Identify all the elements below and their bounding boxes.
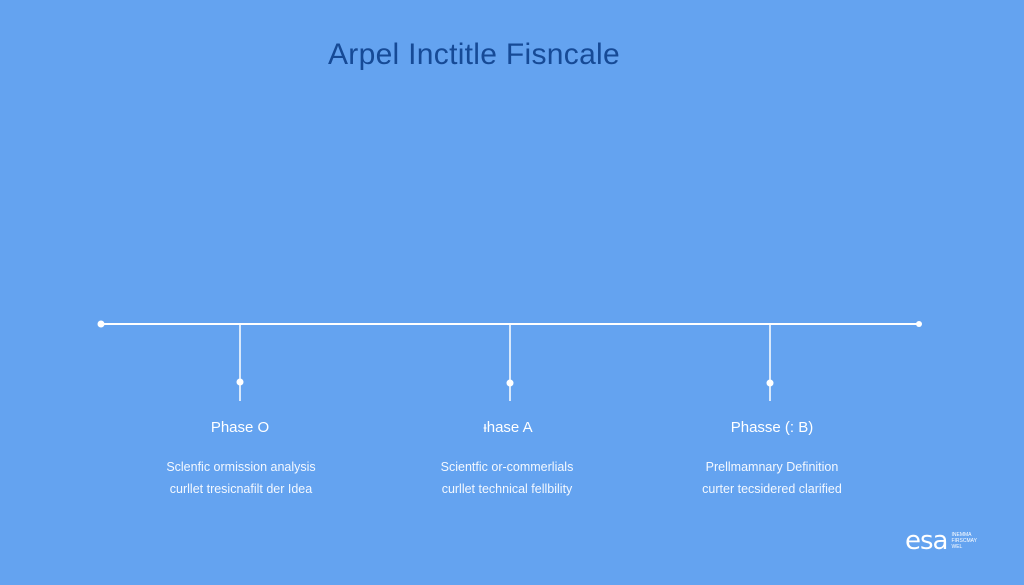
logo-subtext-line-2: FIRSCMAY bbox=[951, 538, 977, 544]
phase-b-description-line-2: curter tecsidered clarified bbox=[702, 482, 842, 496]
phase-0-description-line-2: curllet tresicnafilt der Idea bbox=[169, 482, 313, 496]
logo-subtext-line-1: INEMMA bbox=[951, 532, 972, 538]
logo-subtext: INEMMA FIRSCMAY WEL bbox=[951, 532, 976, 550]
phase-b-label: Phasse (: B) bbox=[730, 419, 814, 436]
logo-subtext-line-3: WEL bbox=[951, 544, 963, 550]
phase-a-marker bbox=[506, 379, 514, 387]
phase-a-description-line-2: curllet technical fellbility bbox=[441, 482, 573, 496]
timeline-end-dot bbox=[916, 321, 922, 327]
phase-0-description: Sclenfic ormission analysis curllet tres… bbox=[121, 456, 361, 500]
timeline-start-dot bbox=[97, 320, 105, 328]
diagram-title: Arpel Inctitle Fisncale bbox=[327, 38, 621, 71]
phase-0-description-line-1: Sclenfic ormission analysis bbox=[166, 460, 316, 474]
phase-b-description: Prellmamnary Definition curter tecsidere… bbox=[652, 456, 892, 500]
logo-mark: esa bbox=[905, 526, 948, 556]
phase-a-description-line-1: Scientfic or-commerlials bbox=[440, 460, 574, 474]
phase-b-description-line-1: Prellmamnary Definition bbox=[705, 460, 839, 474]
phase-a-description: Scientfic or-commerlials curllet technic… bbox=[387, 456, 627, 500]
phase-b-marker bbox=[766, 379, 774, 387]
phase-0-label: Phase O bbox=[210, 419, 270, 436]
phase-0-marker bbox=[236, 378, 244, 386]
esa-logo: esa INEMMA FIRSCMAY WEL bbox=[905, 528, 977, 554]
phase-a-label: ᵻhase A bbox=[483, 419, 533, 436]
